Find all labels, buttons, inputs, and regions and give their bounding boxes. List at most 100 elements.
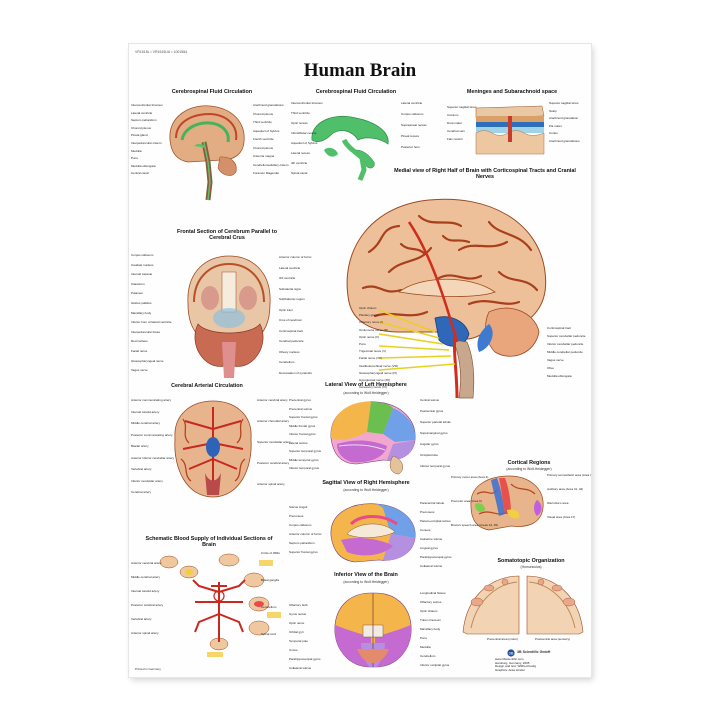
anatomy-label: Wernicke's area [547, 501, 569, 505]
anatomy-label: Trigeminal nerve (V) [359, 349, 387, 354]
anatomy-label: Infundibular recess [291, 131, 317, 135]
anatomy-label: Pineal gland [131, 133, 148, 138]
anatomy-label: Central canal [131, 171, 149, 176]
anatomy-label: Basilar artery [131, 444, 149, 448]
meninges-illustration [475, 105, 545, 155]
anatomy-label: Vagus nerve [131, 368, 148, 373]
anatomy-label: Primary somesthetic area (Area 3, 1, 2) [547, 473, 591, 477]
anatomy-label: Posterior cerebral artery [257, 461, 290, 465]
anatomy-label: Calcarine sulcus [420, 537, 443, 541]
anatomy-label: Orbital gyri [289, 630, 304, 634]
anatomy-label: Olivary nucleus [279, 349, 300, 354]
anatomy-label: Superior parietal lobule [420, 420, 451, 424]
anatomy-label: Suprapineal recess [401, 123, 427, 127]
anatomy-label: Inferior cerebellar artery [131, 478, 163, 483]
anatomy-label: Medulla oblongata [131, 163, 156, 168]
anatomy-label: Substantia nigra [279, 286, 301, 291]
anatomy-label: Inferior temporal gyrus [420, 464, 451, 468]
anatomy-label: Caudate nucleus [131, 262, 154, 267]
anatomy-label: Interventricular foramen [291, 101, 323, 105]
anatomy-label: Foramen Magendie [253, 171, 280, 175]
anatomy-label: Corpus callosum [289, 523, 312, 527]
anatomy-label: Pons [359, 342, 366, 346]
anatomy-label: Parahippocampal gyrus [420, 555, 452, 559]
meninges-title: Meninges and Subarachnoid space [466, 89, 558, 95]
csf-circulation-title-2: Cerebrospinal Fluid Circulation [315, 89, 397, 95]
anatomy-label: Interpeduncular fossa [131, 329, 160, 334]
anatomy-label: Occipital lobe [420, 453, 439, 457]
anatomy-label: Anterior inferior cerebellar artery [131, 455, 175, 460]
anatomy-label: Cerebellum [261, 605, 277, 609]
anatomy-label: Inferior frontal gyrus [289, 432, 316, 436]
anatomy-label: Cerebral vein [447, 129, 465, 133]
frontal-section-title: Frontal Section of Cerebrum Parallel to … [176, 229, 278, 242]
anatomy-label: Corpus callosum [131, 253, 154, 257]
anatomy-label: Decussation of pyramids [279, 370, 312, 375]
anatomy-label: Anterior cerebral artery [257, 398, 288, 402]
anatomy-label: Lateral ventricle [401, 101, 423, 105]
anatomy-label: Middle cerebellar peduncle [547, 350, 583, 354]
anatomy-label: Dura mater [447, 121, 463, 125]
anatomy-label: Middle cerebral artery [131, 421, 161, 425]
anatomy-label: Paracentral lobule [420, 501, 445, 505]
anatomy-label: Superior sagittal sinus [447, 105, 477, 109]
inferior-lobes-illustration [334, 592, 412, 668]
anatomy-label: Cortex [549, 131, 558, 135]
poster-title: Human Brain [303, 60, 417, 81]
anatomy-label: Anterior column of fornix [279, 255, 312, 259]
anatomy-label: Vertebral artery [131, 617, 152, 621]
anatomy-label: Medulla [420, 645, 431, 649]
anatomy-label: Temporal pole [289, 639, 308, 643]
anatomy-label: Parahippocampal gyrus [289, 657, 321, 661]
anatomy-label: Collateral sulcus [420, 564, 443, 568]
anatomy-label: Aqueduct of Sylvius [253, 128, 280, 133]
anatomy-label: Broca's speech area (Areas 44, 45) [451, 523, 499, 527]
anatomy-label: Choroid plexus [253, 145, 274, 150]
anatomy-label: Tuber cinereum [420, 618, 441, 622]
anatomy-label: Precentral area (motor) [487, 637, 519, 641]
somatotopic-title: Somatotopic Organization [497, 558, 565, 564]
anatomy-label: Inferior cerebellar peduncle [547, 342, 584, 346]
inferior-view-subtitle: (according to Wolf-Heidegger) [343, 580, 389, 584]
anatomy-label: Hypoglossal nerve (XII) [359, 378, 391, 382]
homunculus-illustration [462, 575, 584, 635]
anatomy-label: Anterior choroidal artery [257, 419, 290, 423]
somatotopic-subtitle: (Homunculus) [520, 565, 542, 569]
anatomy-label: Anterior communicating artery [131, 398, 172, 402]
anatomy-label: Pons [420, 636, 427, 640]
schematic-supply-illustration [159, 553, 281, 657]
anatomy-label: Sulcus cinguli [289, 505, 308, 509]
anatomy-label: Internal capsule [131, 272, 153, 277]
anatomy-label: Circle of Willis [261, 551, 280, 555]
anatomy-label: Aqueduct of Sylvius [291, 141, 318, 145]
anatomy-label: Posterior cerebral artery [131, 603, 164, 607]
anatomy-label: Lateral ventricle [279, 265, 301, 270]
anatomy-label: Basal ganglia [261, 578, 280, 582]
anatomy-label: Anterior cerebral artery [131, 561, 162, 565]
anatomy-label: Spinal cord [261, 632, 277, 636]
anatomy-label: Auditory area (Area 41, 42) [547, 487, 584, 491]
anatomy-label: Pituitary gland [359, 313, 379, 318]
anatomy-label: Superior frontal gyrus [289, 415, 318, 419]
anatomy-label: Choroid plexus [253, 111, 274, 116]
anatomy-label: www.3bscientific.com [495, 657, 524, 661]
anatomy-label: Posterior communicating artery [131, 432, 173, 437]
sagittal-view-subtitle: (according to Wolf-Heidegger) [343, 488, 389, 492]
anatomy-label: Arachnoid granulations [549, 138, 580, 143]
anatomy-label: Spinal canal [291, 171, 308, 175]
anatomy-label: Superior frontal gyrus [289, 550, 318, 554]
anatomy-label: Olfactory bulb [289, 603, 308, 607]
csf-sagittal-illustration [169, 105, 245, 201]
anatomy-label: Accessory nerve (XI) [359, 385, 387, 390]
arterial-title: Cerebral Arterial Circulation [171, 383, 243, 389]
anatomy-label: Arachnoid granulations [253, 103, 284, 107]
anatomy-label: Superior cerebellar peduncle [547, 334, 586, 338]
lateral-lobes-illustration [330, 401, 416, 475]
anatomy-label: Optic nerve [289, 621, 305, 625]
anatomy-label: Supramarginal gyrus [420, 431, 448, 435]
anatomy-label: Collateral sulcus [289, 666, 312, 670]
anatomy-label: Mamillary body [131, 310, 152, 315]
anatomy-label: Anterior spinal artery [257, 482, 285, 486]
anatomy-label: Corpus callosum [401, 112, 424, 116]
anatomy-label: Olfactory sulcus [420, 600, 442, 604]
